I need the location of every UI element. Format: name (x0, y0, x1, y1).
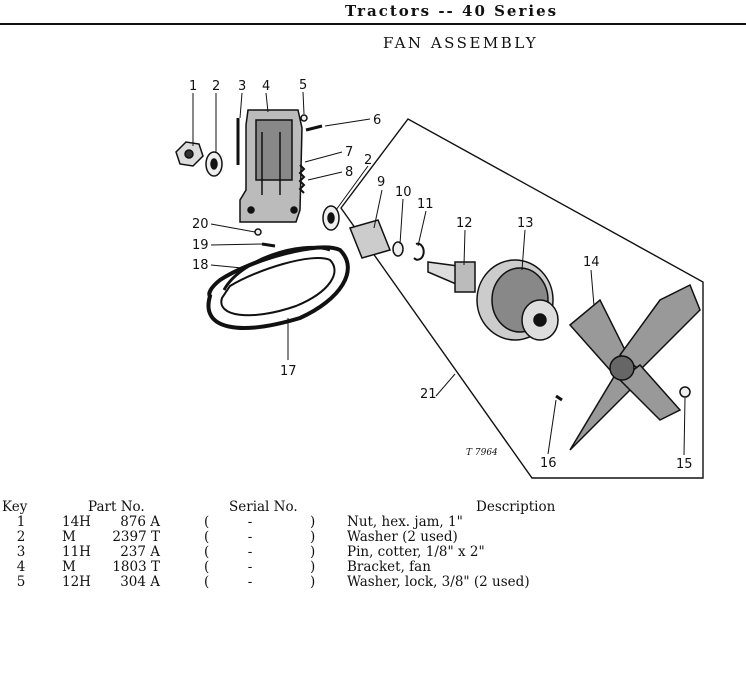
callout-6: 6 (373, 113, 381, 128)
callout-14: 14 (583, 255, 600, 270)
row-serial: - (247, 574, 253, 590)
row-serial-close: ) (310, 514, 316, 530)
table-row: 3 11H 237 A ( - ) Pin, cotter, 1/8" x 2" (0, 545, 746, 560)
row-part-number: 876 A (120, 514, 160, 530)
table-header-row: Key Part No. Serial No. Description (0, 500, 746, 515)
row-serial-close: ) (310, 574, 316, 590)
table-row: 4 M 1803 T ( - ) Bracket, fan (0, 560, 746, 575)
snap-ring-part (413, 242, 425, 261)
row-part-prefix: 14H (62, 514, 91, 530)
pulley-part (476, 259, 559, 341)
callout-19: 19 (192, 238, 209, 253)
fan-blade-part (568, 283, 701, 451)
callout-5: 5 (299, 78, 307, 93)
callout-16: 16 (540, 456, 557, 471)
washer-part-2 (322, 205, 340, 231)
row-key: 3 (16, 544, 26, 560)
spring-part (298, 164, 306, 194)
row-part-number: 1803 T (112, 559, 160, 575)
bolt-part (305, 124, 323, 132)
row-serial-open: ( (204, 574, 210, 590)
callout-3: 3 (238, 79, 246, 94)
table-row: 1 14H 876 A ( - ) Nut, hex. jam, 1" (0, 515, 746, 530)
row-key: 1 (16, 514, 26, 530)
fan-bracket-part (239, 109, 303, 223)
row-part-prefix: 12H (62, 574, 91, 590)
row-serial-open: ( (204, 559, 210, 575)
callout-1: 1 (189, 79, 197, 94)
callout-10: 10 (395, 185, 412, 200)
washer-10-part (392, 241, 404, 257)
row-serial-close: ) (310, 529, 316, 545)
row-serial-close: ) (310, 559, 316, 575)
assembly-outline (340, 118, 704, 479)
bolt-16-part (555, 394, 563, 402)
shaft-part (427, 261, 476, 293)
row-serial-open: ( (204, 544, 210, 560)
row-part-prefix: M (62, 529, 76, 545)
row-description: Washer, lock, 3/8" (2 used) (347, 574, 530, 590)
callout-12: 12 (456, 216, 473, 231)
row-description: Bracket, fan (347, 559, 431, 575)
callout-17: 17 (280, 364, 297, 379)
fan-assembly-diagram: 1 2 3 4 5 6 7 8 2 9 10 11 12 13 14 15 16… (175, 78, 704, 479)
bolt-15-part (679, 386, 691, 398)
row-part-number: 304 A (120, 574, 160, 590)
lock-washer-part (300, 114, 308, 122)
figure-reference: T 7964 (466, 448, 498, 458)
section-title: FAN ASSEMBLY (383, 34, 539, 52)
callout-2: 2 (212, 79, 220, 94)
row-key: 2 (16, 529, 26, 545)
screw-19-part (261, 242, 276, 248)
callout-8: 8 (345, 165, 353, 180)
series-header: Tractors -- 40 Series (345, 2, 559, 20)
callout-18: 18 (192, 258, 209, 273)
table-row: 5 12H 304 A ( - ) Washer, lock, 3/8" (2 … (0, 575, 746, 590)
row-description: Nut, hex. jam, 1" (347, 514, 463, 530)
table-row: 2 M 2397 T ( - ) Washer (2 used) (0, 530, 746, 545)
washer-20-part (254, 228, 262, 236)
callout-21: 21 (420, 387, 437, 402)
header-key: Key (2, 499, 28, 515)
callout-7: 7 (345, 145, 353, 160)
row-description: Washer (2 used) (347, 529, 458, 545)
callout-4: 4 (262, 79, 270, 94)
callout-20: 20 (192, 217, 209, 232)
row-serial: - (247, 529, 253, 545)
row-serial-open: ( (204, 529, 210, 545)
bushing-part (348, 219, 392, 259)
callout-13: 13 (517, 216, 534, 231)
callout-2b: 2 (364, 153, 372, 168)
header-rule (0, 23, 746, 25)
row-serial-close: ) (310, 544, 316, 560)
row-part-prefix: 11H (62, 544, 91, 560)
row-part-prefix: M (62, 559, 76, 575)
row-serial: - (247, 559, 253, 575)
row-serial: - (247, 544, 253, 560)
row-key: 4 (16, 559, 26, 575)
hex-nut-part (175, 141, 204, 167)
row-key: 5 (16, 574, 26, 590)
row-part-number: 237 A (120, 544, 160, 560)
callout-11: 11 (417, 197, 434, 212)
row-serial: - (247, 514, 253, 530)
header-serial-no: Serial No. (229, 499, 298, 515)
callout-15: 15 (676, 457, 693, 472)
callout-9: 9 (377, 175, 385, 190)
header-description: Description (476, 499, 556, 515)
row-description: Pin, cotter, 1/8" x 2" (347, 544, 485, 560)
belt-18-part (222, 245, 331, 291)
header-part-no: Part No. (88, 499, 145, 515)
fan-belt-part (206, 245, 350, 330)
callout-labels: 1 2 3 4 5 6 7 8 2 9 10 11 12 13 14 15 16… (189, 78, 693, 472)
row-serial-open: ( (204, 514, 210, 530)
row-part-number: 2397 T (112, 529, 160, 545)
leader-lines (192, 91, 686, 456)
washer-part (205, 151, 223, 177)
